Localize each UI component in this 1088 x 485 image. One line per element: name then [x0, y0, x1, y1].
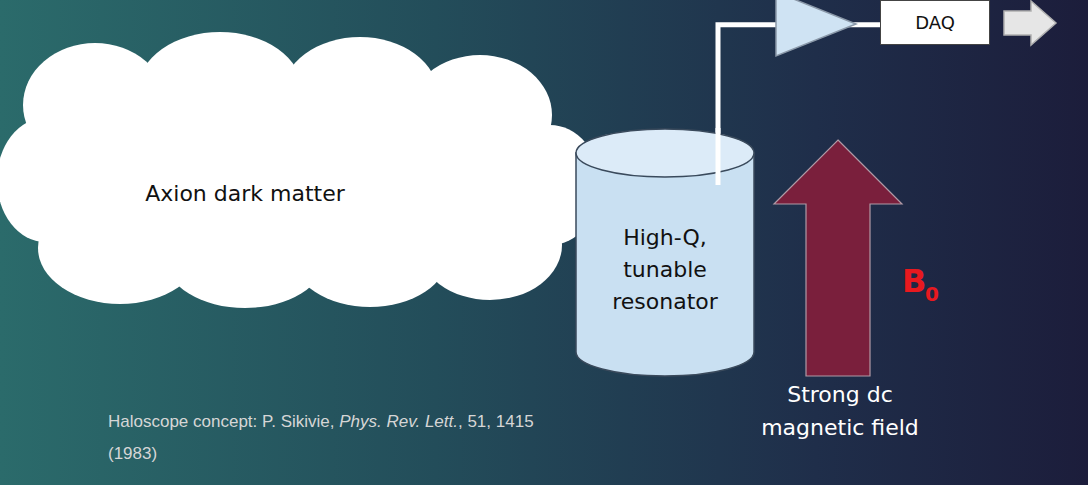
node-label: High-Q, tunable resonator: [585, 222, 745, 318]
cylinder-outline: [575, 128, 755, 378]
field-caption: Strong dc magnetic field: [760, 378, 920, 444]
field-subscript: 0: [925, 282, 939, 306]
citation-journal: Phys. Rev. Lett.: [339, 412, 458, 431]
probe-antenna: [716, 128, 721, 185]
citation-text: Haloscope concept: P. Sikivie,: [108, 412, 334, 431]
node-label: Axion dark matter: [110, 180, 380, 209]
amplifier-symbol: [776, 0, 856, 56]
resonator-cylinder: High-Q, tunable resonator: [575, 128, 755, 378]
cloud-outline: [0, 20, 600, 310]
field-symbol: B: [902, 262, 926, 300]
output-arrow: [1004, 1, 1056, 45]
citation: Haloscope concept: P. Sikivie, Phys. Rev.…: [108, 406, 558, 470]
daq-box: DAQ: [880, 0, 990, 45]
magnetic-field-arrow: [774, 140, 902, 376]
cloud-region: Axion dark matter: [0, 20, 600, 310]
node-label: DAQ: [881, 11, 989, 34]
